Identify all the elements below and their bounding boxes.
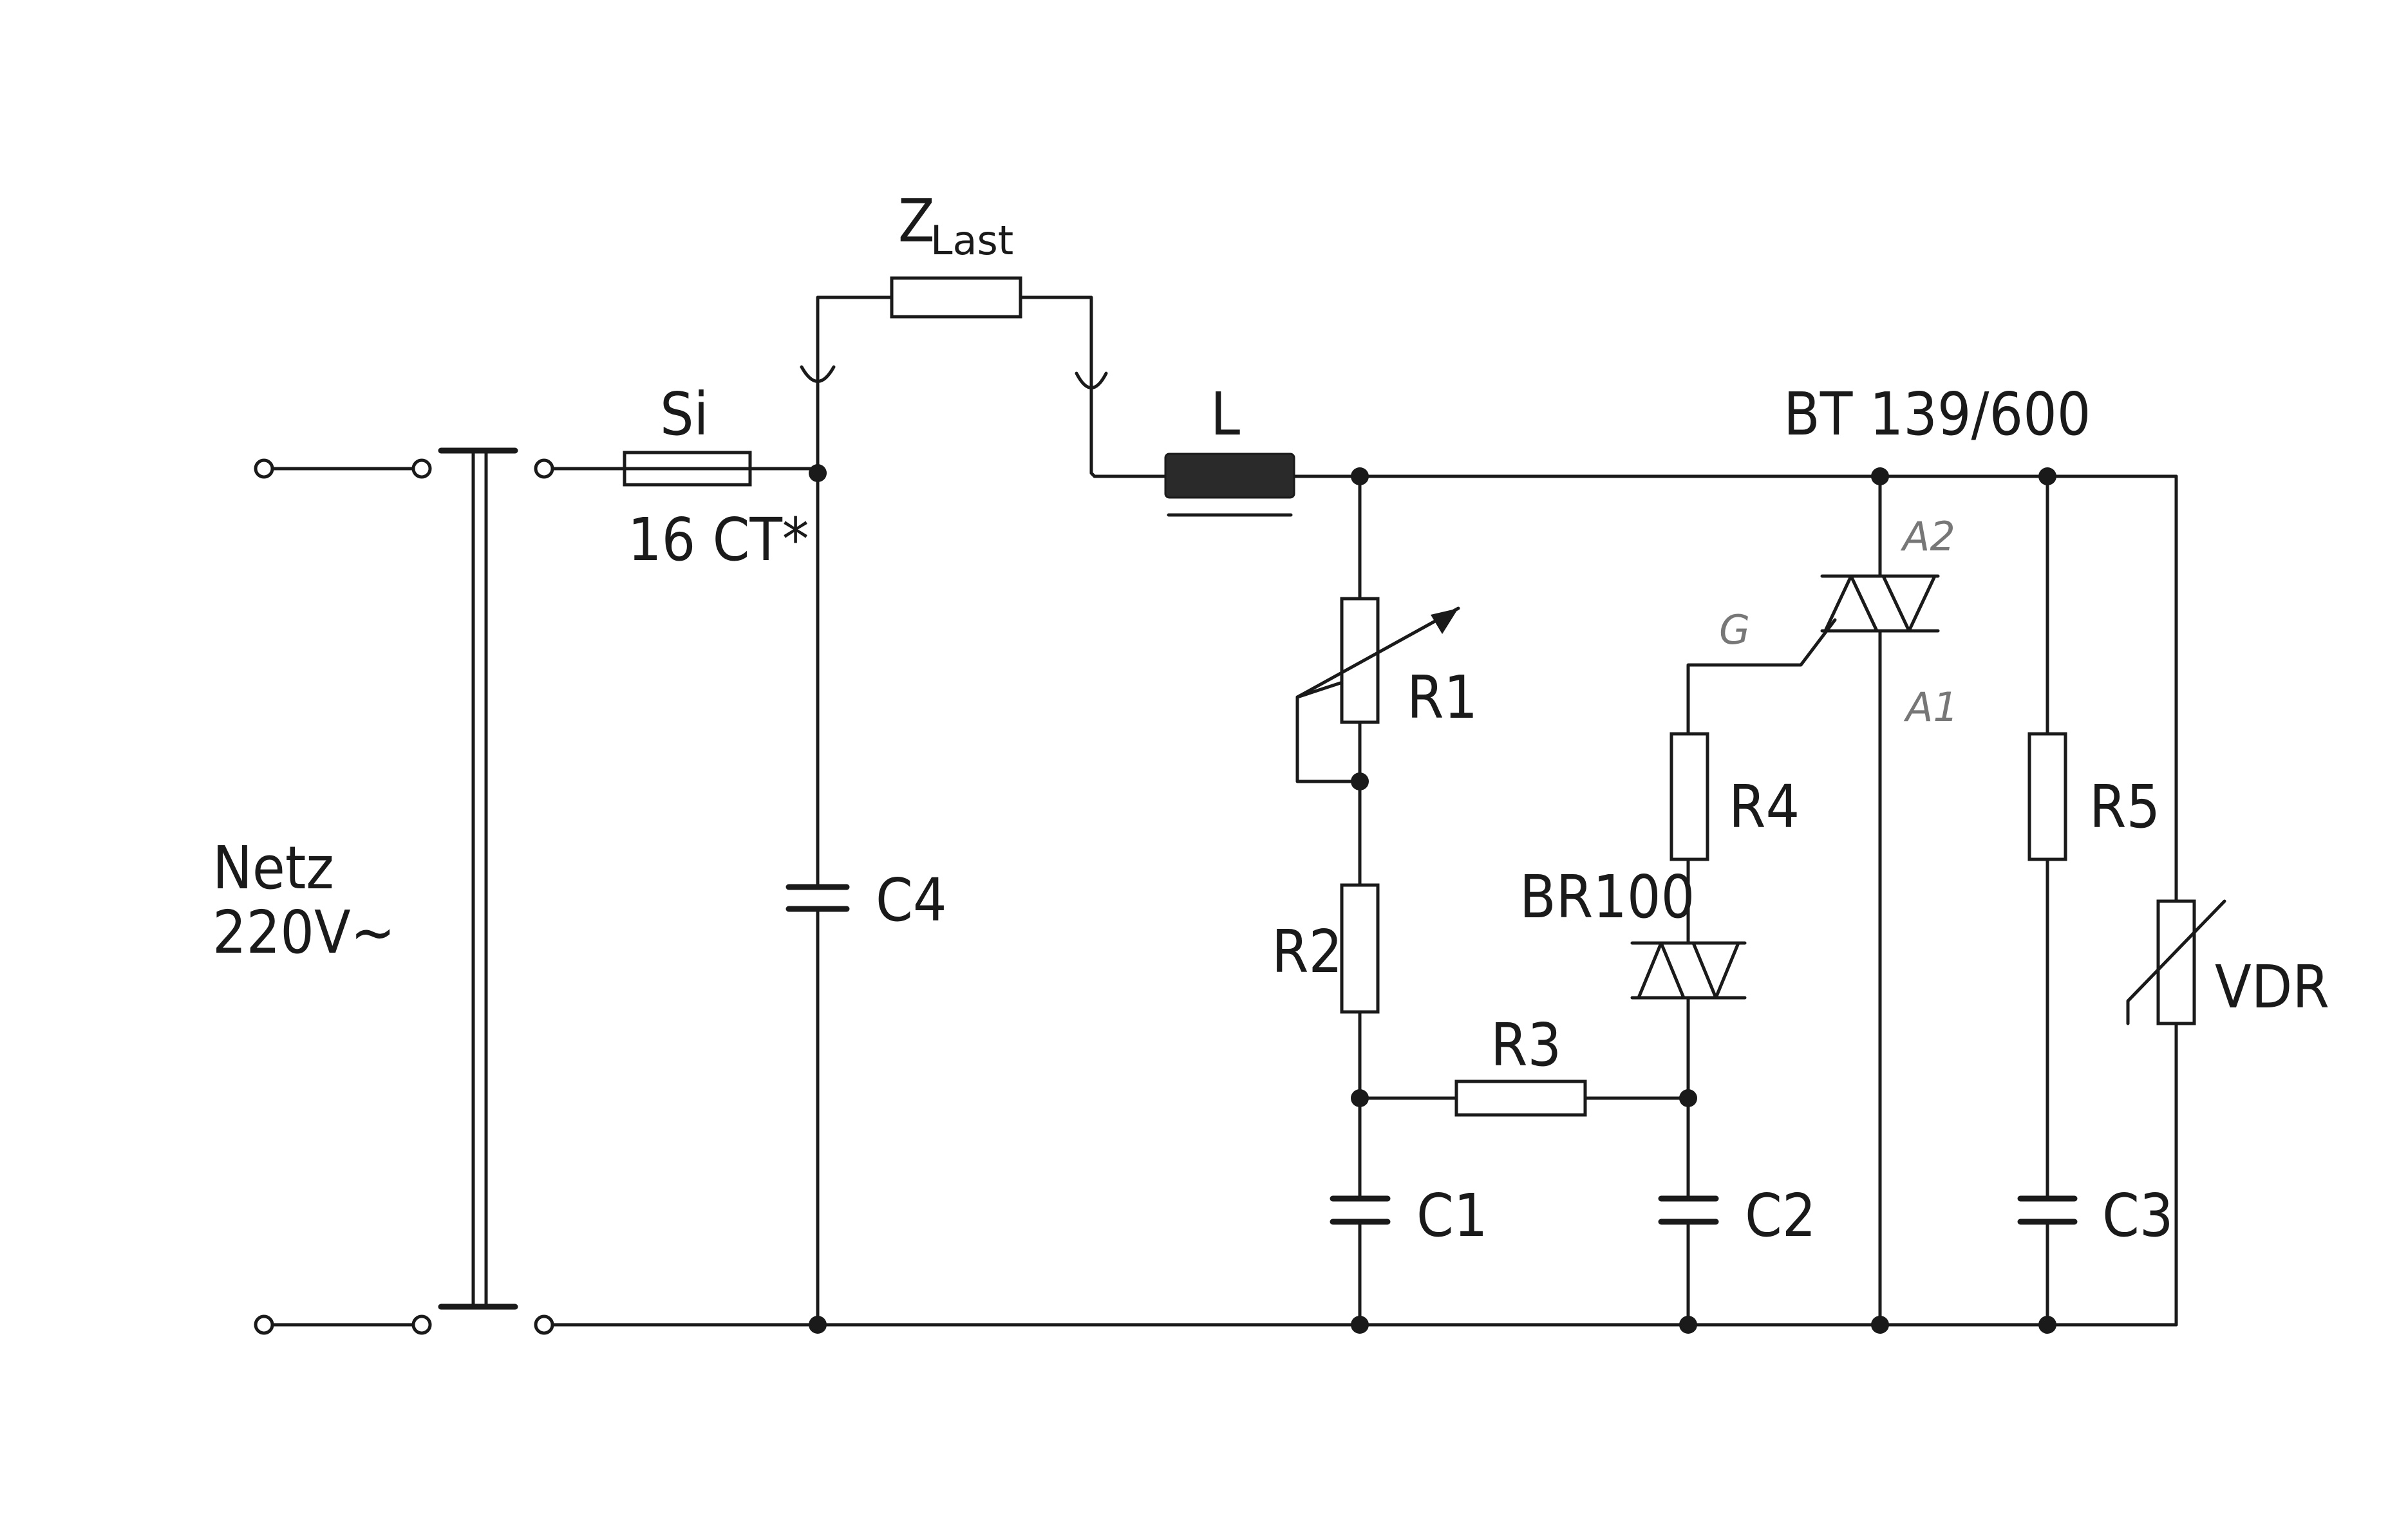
label-load: Z xyxy=(898,187,935,256)
label-voltage: 220V~ xyxy=(212,898,395,967)
load-resistor xyxy=(890,276,1022,319)
capacitor-c1 xyxy=(1330,1195,1391,1225)
potentiometer-r1 xyxy=(1295,597,1460,724)
label-pin-a2: A2 xyxy=(1900,513,1955,560)
diac-br100 xyxy=(1630,941,1747,1000)
label-c1: C1 xyxy=(1416,1181,1487,1250)
label-r3: R3 xyxy=(1491,1011,1561,1079)
label-r1: R1 xyxy=(1407,663,1478,732)
label-pin-a1: A1 xyxy=(1903,684,1959,731)
resistor-r4 xyxy=(1670,732,1709,861)
label-fuse-rating: 16 CT* xyxy=(628,505,809,574)
inductor-l xyxy=(1164,453,1295,517)
varistor-vdr xyxy=(2126,899,2226,1025)
label-diac: BR100 xyxy=(1519,863,1695,931)
mains-terminal-top xyxy=(254,458,274,479)
label-fuse: Si xyxy=(660,380,709,449)
resistor-r5 xyxy=(2027,732,2067,861)
label-r2: R2 xyxy=(1272,917,1342,986)
mains-switch xyxy=(254,447,554,1335)
fuse-si xyxy=(623,451,752,487)
resistor-r3 xyxy=(1454,1079,1587,1117)
label-r5: R5 xyxy=(2089,772,2160,841)
wiring xyxy=(262,295,2178,1327)
label-vdr: VDR xyxy=(2215,953,2329,1022)
label-inductor: L xyxy=(1210,380,1240,449)
capacitor-c2 xyxy=(1658,1195,1719,1225)
capacitor-c3 xyxy=(2017,1195,2078,1225)
label-r4: R4 xyxy=(1729,772,1800,841)
load-sockets xyxy=(800,365,1108,389)
label-pin-g: G xyxy=(1719,606,1750,653)
junction-dots xyxy=(809,464,2056,1334)
mains-terminal-bottom xyxy=(254,1314,274,1335)
triac-bt139 xyxy=(1820,574,1940,633)
label-triac: BT 139/600 xyxy=(1783,380,2091,449)
label-load-sub: Last xyxy=(930,217,1013,264)
label-c3: C3 xyxy=(2102,1181,2173,1250)
capacitor-c4 xyxy=(785,884,850,912)
label-c2: C2 xyxy=(1745,1181,1816,1250)
resistor-r2 xyxy=(1340,883,1380,1014)
label-c4: C4 xyxy=(876,866,946,935)
label-netz: Netz xyxy=(212,834,334,902)
